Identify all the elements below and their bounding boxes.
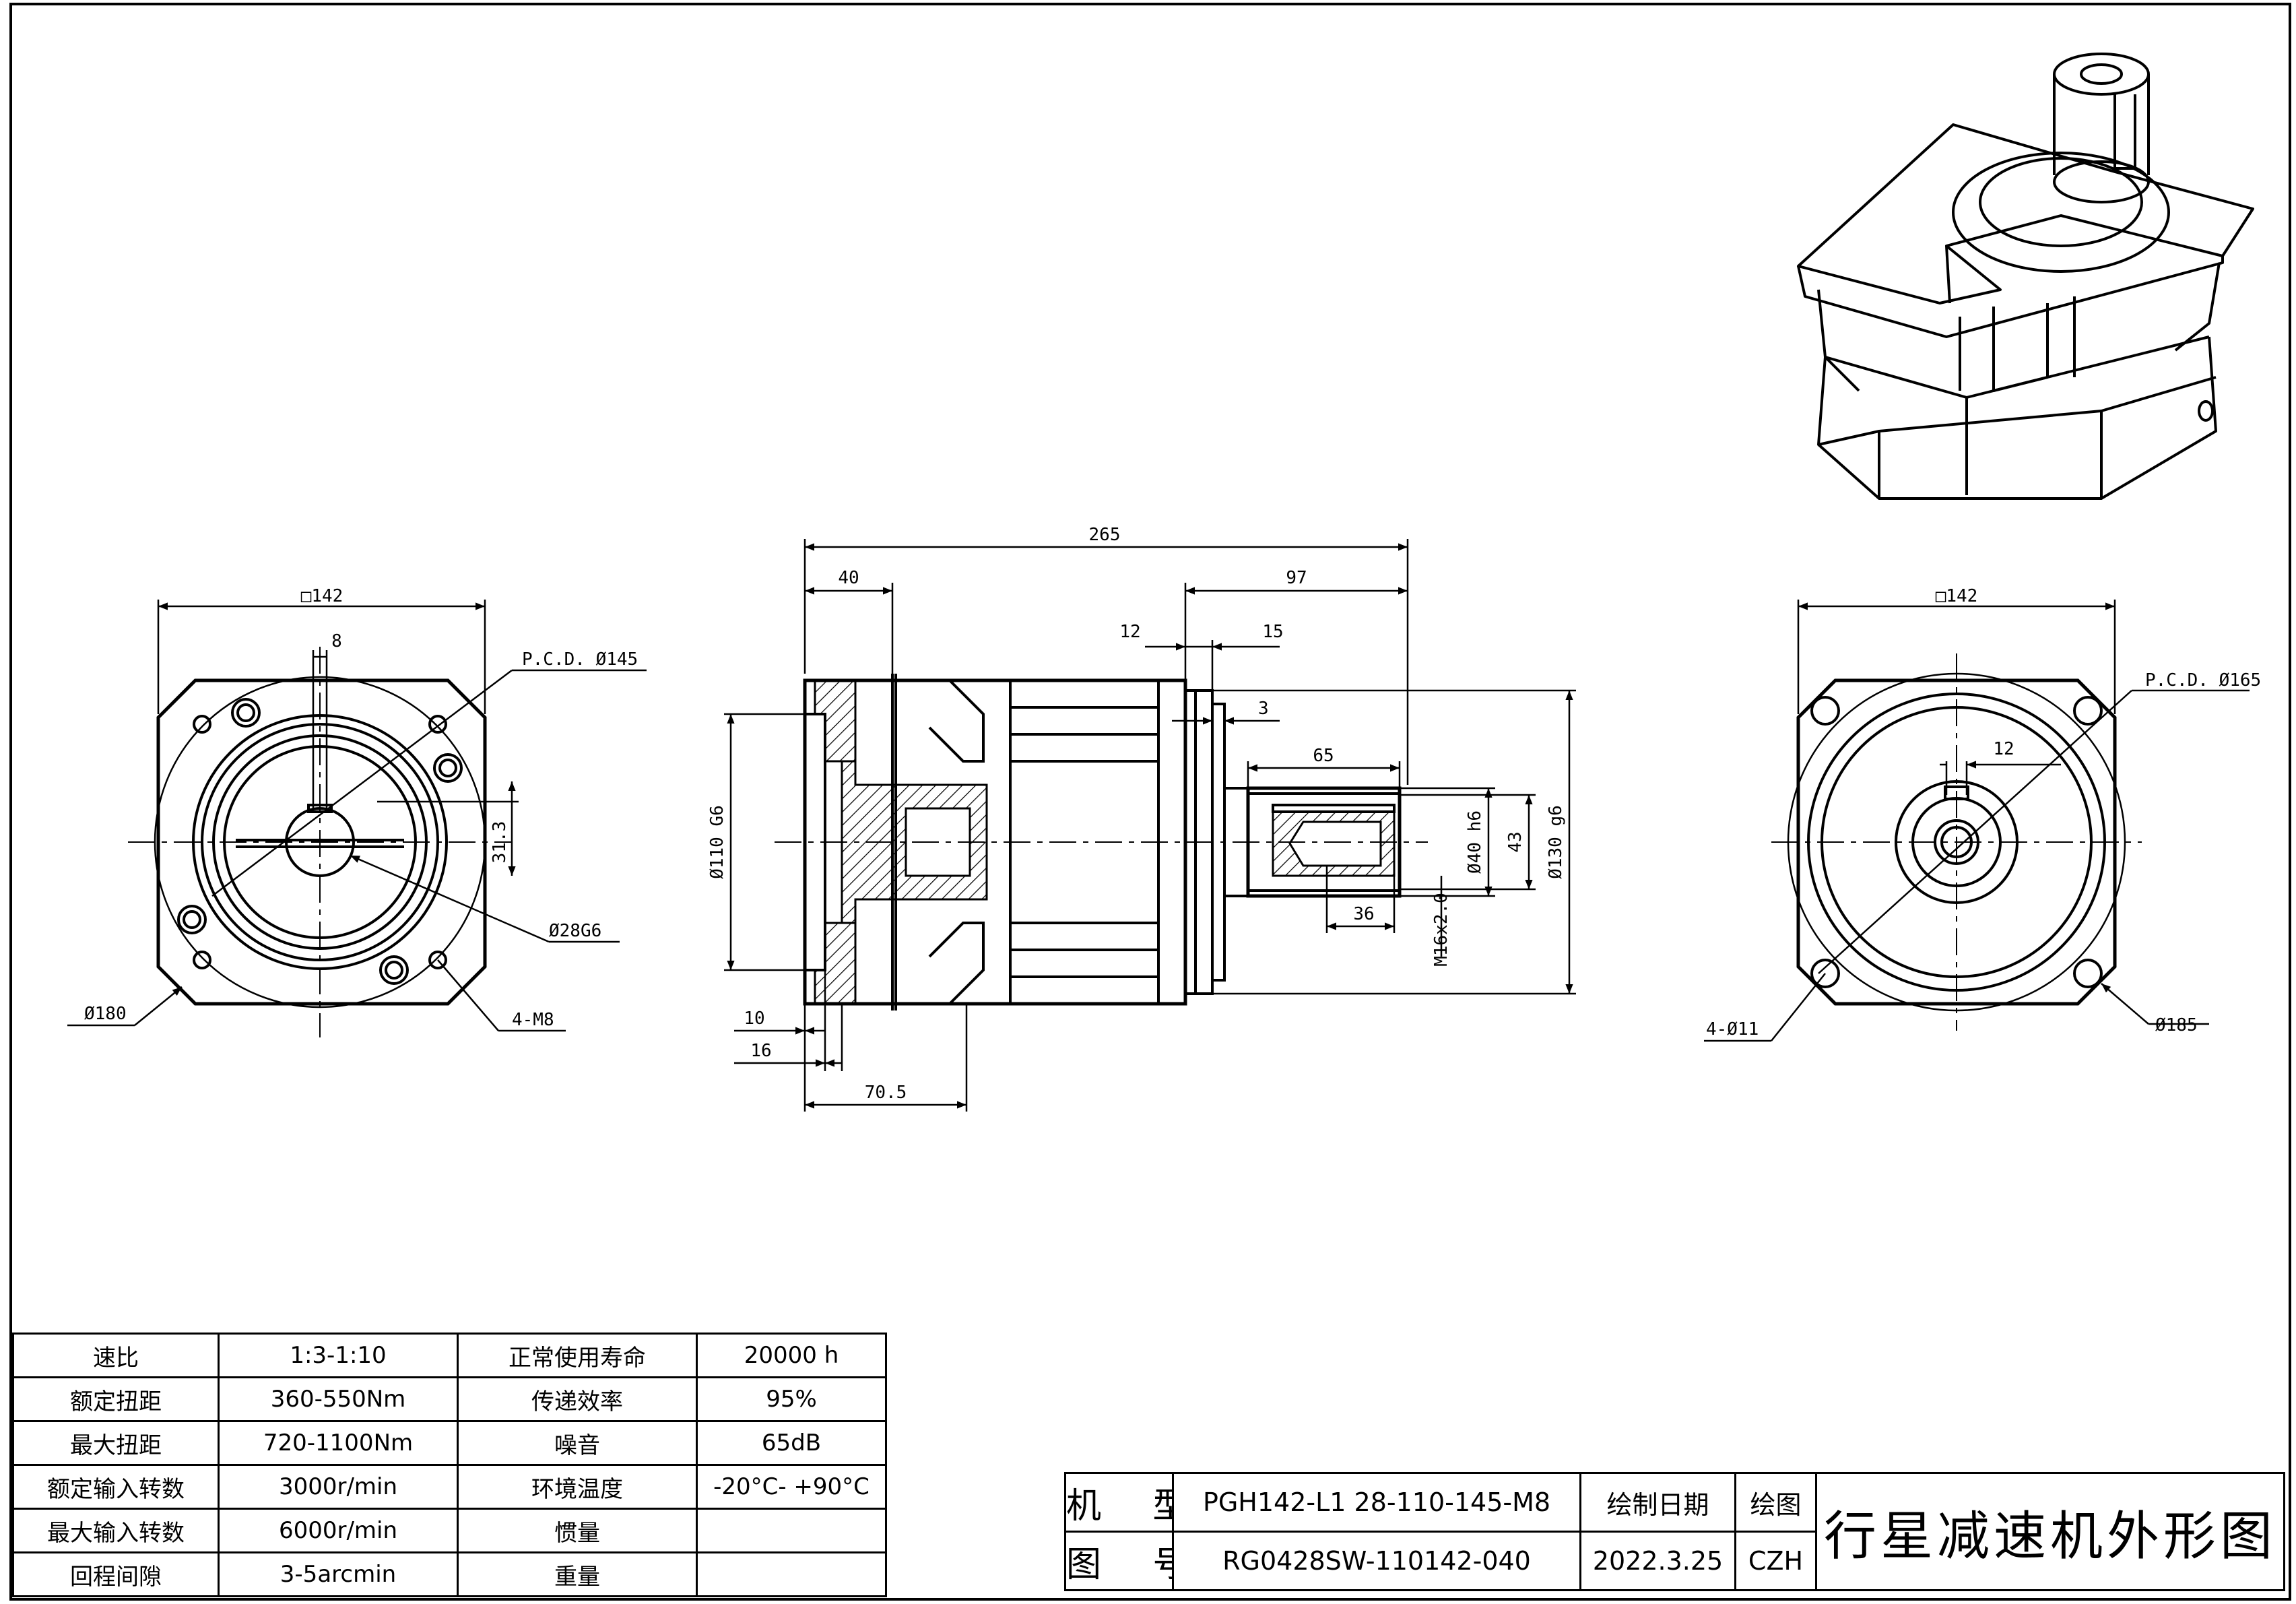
date-label: 绘制日期 — [1579, 1472, 1736, 1533]
dim-side-65: 65 — [1313, 746, 1334, 766]
side-view-dimlines — [724, 539, 1576, 1112]
dim-front-pcd: P.C.D. Ø145 — [522, 649, 638, 670]
dim-side-total: 265 — [1089, 525, 1121, 545]
spec-label: 额定扭距 — [12, 1376, 220, 1422]
dim-rear-holes: 4-Ø11 — [1706, 1019, 1759, 1039]
spec-label: 环境温度 — [457, 1464, 698, 1510]
front-view-centerlines — [128, 647, 512, 1037]
spec-value — [696, 1551, 887, 1597]
isometric-view — [1797, 53, 2254, 500]
dim-side-3: 3 — [1258, 699, 1269, 719]
drawer-label: 绘图 — [1734, 1472, 1817, 1533]
spec-table: 速比 1:3-1:10 正常使用寿命 20000 h 额定扭距 360-550N… — [12, 1333, 887, 1597]
dim-side-15: 15 — [1262, 622, 1283, 642]
dim-rear-square: □142 — [1936, 586, 1978, 606]
front-view-dimlines — [67, 600, 647, 1032]
dim-front-bore: Ø28G6 — [549, 921, 601, 941]
dim-side-70-5: 70.5 — [865, 1083, 907, 1103]
dim-front-holes: 4-M8 — [512, 1010, 554, 1030]
spec-label: 噪音 — [457, 1420, 698, 1466]
spec-value: -20°C- +90°C — [696, 1464, 887, 1510]
number-label: 图 号 — [1064, 1531, 1174, 1591]
dim-side-97: 97 — [1286, 568, 1307, 588]
table-row: 额定输入转数 3000r/min 环境温度 -20°C- +90°C — [12, 1464, 887, 1510]
table-row: 最大输入转数 6000r/min 惯量 — [12, 1508, 887, 1553]
spec-value — [696, 1508, 887, 1553]
spec-label: 传递效率 — [457, 1376, 698, 1422]
spec-label: 正常使用寿命 — [457, 1333, 698, 1378]
spec-label: 惯量 — [457, 1508, 698, 1553]
table-row: 回程间隙 3-5arcmin 重量 — [12, 1551, 887, 1597]
spec-label: 额定输入转数 — [12, 1464, 220, 1510]
spec-value: 1:3-1:10 — [218, 1333, 459, 1378]
sheet-border — [9, 3, 2291, 1601]
number-value: RG0428SW-110142-040 — [1172, 1531, 1581, 1591]
title-block: 机 型 PGH142-L1 28-110-145-M8 绘制日期 绘图 行星减速… — [1064, 1472, 2285, 1591]
spec-value: 3000r/min — [218, 1464, 459, 1510]
spec-value: 20000 h — [696, 1333, 887, 1378]
spec-value: 95% — [696, 1376, 887, 1422]
dim-front-square: □142 — [301, 586, 343, 606]
table-row: 图 号 RG0428SW-110142-040 2022.3.25 CZH — [1064, 1531, 2285, 1591]
dim-side-10: 10 — [744, 1008, 764, 1029]
model-label: 机 型 — [1064, 1472, 1174, 1533]
dimension-labels: □142 8 P.C.D. Ø145 31.3 Ø28G6 Ø180 4-M8 … — [84, 525, 2261, 1103]
date-value: 2022.3.25 — [1579, 1531, 1736, 1591]
dim-side-43: 43 — [1505, 831, 1526, 852]
table-row: 最大扭距 720-1100Nm 噪音 65dB — [12, 1420, 887, 1466]
rear-view-dimlines — [1704, 600, 2250, 1042]
rear-view-centerlines — [1771, 653, 2142, 1031]
table-row: 速比 1:3-1:10 正常使用寿命 20000 h — [12, 1333, 887, 1378]
table-row: 机 型 PGH142-L1 28-110-145-M8 绘制日期 绘图 行星减速… — [1064, 1472, 2285, 1591]
dim-side-12: 12 — [1119, 622, 1140, 642]
spec-label: 速比 — [12, 1333, 220, 1378]
drawer-value: CZH — [1734, 1531, 1817, 1591]
dim-rear-12: 12 — [1993, 739, 2014, 759]
side-view-section-shaft — [1272, 810, 1396, 877]
dim-rear-pcd: P.C.D. Ø165 — [2145, 670, 2261, 691]
spec-value: 720-1100Nm — [218, 1420, 459, 1466]
dim-side-16: 16 — [750, 1041, 771, 1061]
spec-label: 最大输入转数 — [12, 1508, 220, 1553]
dim-side-40: 40 — [838, 568, 859, 588]
spec-value: 6000r/min — [218, 1508, 459, 1553]
dim-side-36: 36 — [1353, 904, 1374, 924]
dim-rear-outer: Ø185 — [2155, 1015, 2198, 1035]
dim-front-key: 8 — [331, 631, 342, 651]
table-row: 额定扭距 360-550Nm 传递效率 95% — [12, 1376, 887, 1422]
dim-side-pilot-right: Ø130 g6 — [1546, 805, 1566, 879]
spec-value: 3-5arcmin — [218, 1551, 459, 1597]
spec-value: 65dB — [696, 1420, 887, 1466]
spec-label: 重量 — [457, 1551, 698, 1597]
dim-front-key-height: 31.3 — [490, 821, 510, 864]
dim-side-thread: M16x2.0 — [1431, 893, 1451, 967]
drawing-title: 行星减速机外形图 — [1815, 1472, 2285, 1591]
spec-label: 回程间隙 — [12, 1551, 220, 1597]
dim-front-outer: Ø180 — [84, 1004, 127, 1024]
dim-side-pilot-left: Ø110 G6 — [707, 805, 727, 879]
model-value: PGH142-L1 28-110-145-M8 — [1172, 1472, 1581, 1533]
side-view-section-core — [841, 760, 988, 924]
dim-side-shaft: Ø40 h6 — [1465, 810, 1485, 874]
spec-label: 最大扭距 — [12, 1420, 220, 1466]
spec-value: 360-550Nm — [218, 1376, 459, 1422]
